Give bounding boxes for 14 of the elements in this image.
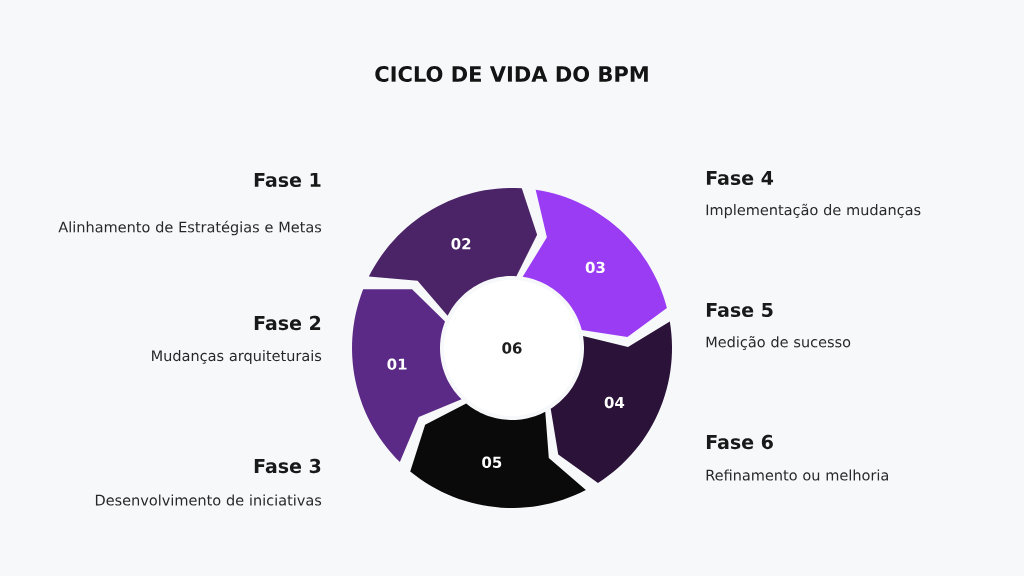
- ring-segment: 04: [550, 321, 672, 483]
- ring-segment: 05: [410, 403, 586, 508]
- phase-description: Alinhamento de Estratégias e Metas: [58, 220, 322, 236]
- phase-description: Implementação de mudanças: [706, 203, 921, 219]
- ring-segment: 03: [522, 189, 667, 337]
- ring-segment: 02: [368, 188, 538, 316]
- ring-segment: 01: [352, 289, 462, 463]
- phase-heading: Fase 5: [706, 302, 773, 318]
- phase-heading: Fase 2: [254, 315, 321, 331]
- phase-description: Refinamento ou melhoria: [706, 469, 888, 481]
- title: CICLO DE VIDA DO BPM: [375, 66, 648, 82]
- phase-description: Desenvolvimento de iniciativas: [95, 494, 322, 506]
- phase-description: Medição de sucesso: [706, 335, 851, 350]
- phase-description: Mudanças arquiteturais: [152, 349, 322, 364]
